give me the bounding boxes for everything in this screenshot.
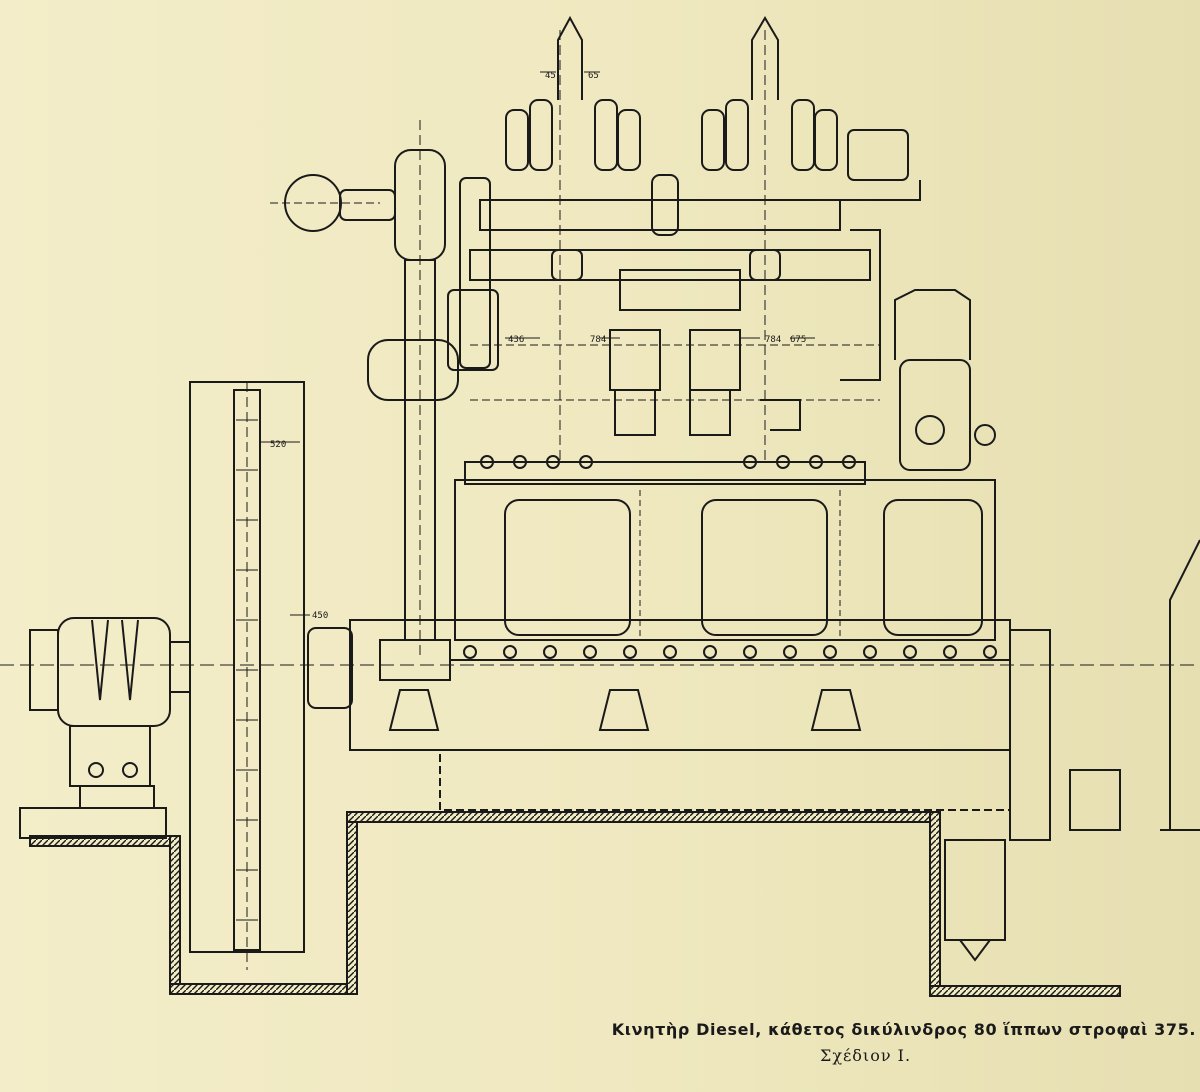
dimension-top-right: 65 — [588, 71, 599, 81]
bearing-pedestal — [19, 617, 191, 839]
diesel-engine-drawing: 520 450 436 784 784 675 45 65 — [0, 15, 1200, 997]
dimension-top-left: 45 — [545, 71, 556, 81]
dimension-right-valve: 784 — [765, 335, 781, 345]
foundation-hatching — [29, 811, 1121, 997]
crankcase — [307, 619, 1011, 811]
cylinder-block — [454, 455, 996, 641]
dimension-flywheel-width: 520 — [270, 440, 286, 450]
dimension-right-cylinder: 675 — [790, 335, 806, 345]
governor-column — [270, 120, 499, 660]
figure-caption-plate: Σχέδιον I. — [820, 1046, 912, 1065]
dimension-lines — [260, 71, 815, 616]
dimension-left-valve: 784 — [590, 335, 606, 345]
dimension-shaft-height: 450 — [312, 611, 328, 621]
flywheel — [189, 381, 305, 970]
figure-caption-title: Κινητὴρ Diesel, κάθετος δικύλινδρος 80 ἵ… — [611, 1020, 1196, 1039]
cylinder-heads — [469, 15, 921, 460]
dimension-left-cylinder: 436 — [508, 335, 524, 345]
air-compressor — [894, 289, 1200, 962]
